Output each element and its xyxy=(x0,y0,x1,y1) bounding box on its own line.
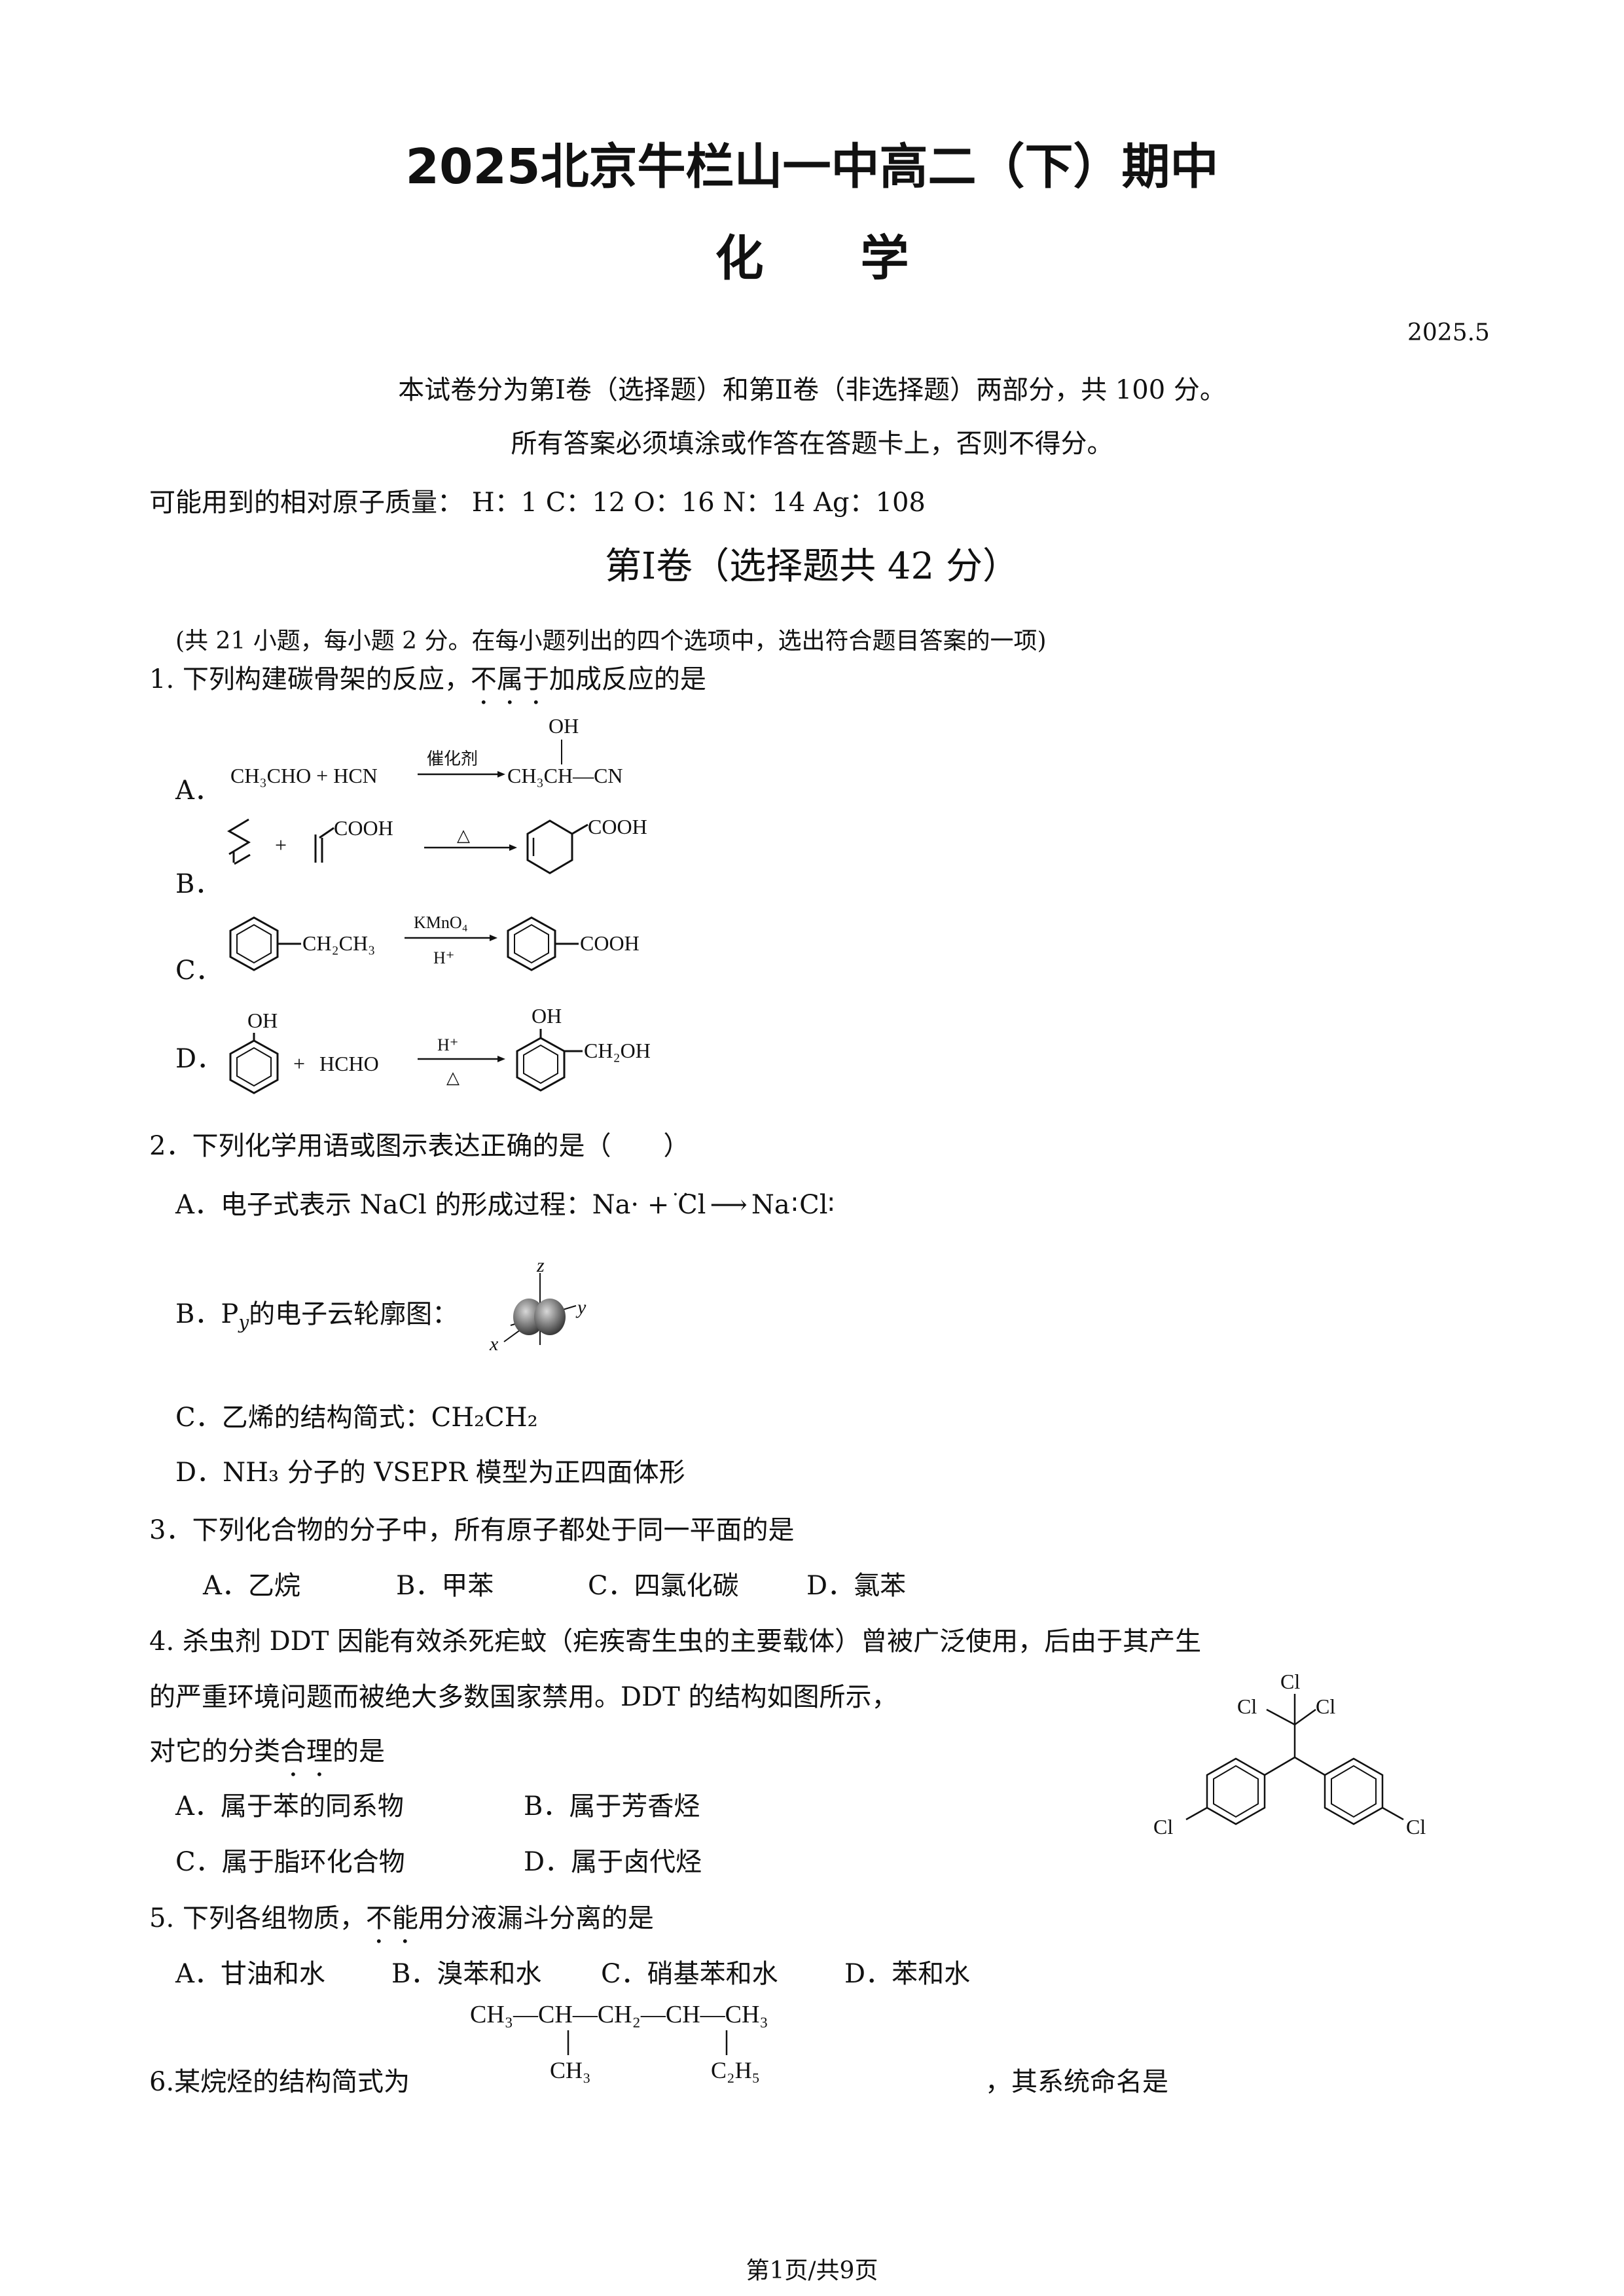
section-title: 第Ⅰ卷（选择题共 42 分） xyxy=(605,545,1019,588)
q1d-oh: OH xyxy=(247,1009,278,1032)
q2-a-formula-na: Na xyxy=(751,1190,790,1220)
q1-label-a: A． xyxy=(175,776,221,806)
q1d-reagent-bottom: △ xyxy=(446,1068,460,1087)
q2-a-formula-cl: Cl·· xyxy=(672,1183,706,1220)
q4-line-1: 4. 杀虫剂 DDT 因能有效杀死疟蚊（疟疾寄生虫的主要载体）曾被广泛使用，后由… xyxy=(149,1626,1202,1657)
q4-line-3: 对它的分类合理的是 xyxy=(149,1730,385,1782)
q1a-reactants: CH₃CHO + HCN xyxy=(230,764,378,787)
orbital-axis-y: y xyxy=(575,1297,586,1318)
q2-b-sub: y xyxy=(238,1312,249,1333)
q2-a-formula-left: Na· + xyxy=(592,1190,678,1220)
q5-stem: 5. 下列各组物质，不能用分液漏斗分离的是 xyxy=(149,1897,654,1949)
q1-label-b: B． xyxy=(175,869,221,899)
q4-line-3-suffix: 的是 xyxy=(333,1736,385,1767)
q4-line-3-emph: 合理 xyxy=(280,1736,333,1767)
orbital-axis-z: z xyxy=(536,1260,545,1276)
q6-chain: CH₃—CH—CH₂—CH—CH₃ xyxy=(470,2001,768,2028)
q6-suffix: ，其系统命名是 xyxy=(985,2067,1168,2097)
q1d-product-oh: OH xyxy=(532,1004,562,1028)
q2-stem: 2．下列化学用语或图示表达正确的是（ ） xyxy=(149,1131,690,1161)
q1-stem-prefix: 1. 下列构建碳骨架的反应， xyxy=(149,664,471,694)
q1d-hcho: HCHO xyxy=(319,1052,379,1075)
q1-reactions-figure: CH₃CHO + HCN 催化剂 OH CH₃CH—CN + COOH △ CO… xyxy=(227,714,651,1094)
intro-line-1: 本试卷分为第Ⅰ卷（选择题）和第Ⅱ卷（非选择题）两部分，共 100 分。 xyxy=(398,375,1226,405)
q4-line-3-prefix: 对它的分类 xyxy=(149,1736,280,1767)
q1c-product: COOH xyxy=(580,931,640,955)
intro-line-2: 所有答案必须填涂或作答在答题卡上，否则不得分。 xyxy=(511,429,1113,459)
q4-option-b: B．属于芳香烃 xyxy=(524,1791,700,1821)
q1d-reagent-top: H⁺ xyxy=(437,1035,459,1054)
q1-label-c: C． xyxy=(175,956,222,986)
q1b-heat: △ xyxy=(457,826,470,845)
q2-b-text: B．P xyxy=(175,1299,239,1329)
q3-option-a: A．乙烷 xyxy=(203,1571,300,1601)
q6-prefix: 6.某烷烃的结构简式为 xyxy=(149,2067,410,2097)
q1b-product-cooh: COOH xyxy=(588,815,647,838)
q1-stem-suffix: 加成反应的是 xyxy=(549,664,706,694)
q1d-plus: + xyxy=(293,1052,305,1075)
q5-stem-suffix: 用分液漏斗分离的是 xyxy=(418,1903,654,1933)
ddt-cl-top: Cl xyxy=(1280,1670,1300,1693)
orbital-axis-x: x xyxy=(489,1333,499,1355)
q1d-product-sub: CH₂OH xyxy=(584,1039,651,1062)
ddt-cl-ring-left: Cl xyxy=(1153,1815,1173,1839)
page-footer: 第1页/共9页 xyxy=(746,2257,878,2284)
q1c-reagent-bottom: H⁺ xyxy=(433,948,455,967)
py-orbital-figure: z y x xyxy=(489,1260,586,1355)
q1-label-d: D． xyxy=(175,1044,223,1074)
q2-option-a: A．电子式表示 NaCl 的形成过程：Na· + Cl··⟶Na∶Cl∶ xyxy=(175,1183,835,1220)
exam-title: 2025北京牛栏山一中高二（下）期中 xyxy=(405,139,1219,195)
q3-option-b: B．甲苯 xyxy=(396,1571,494,1601)
q5-stem-prefix: 5. 下列各组物质， xyxy=(149,1903,366,1933)
q6-branch-2: C₂H₅ xyxy=(711,2057,760,2083)
q1-stem-emph: 不属于 xyxy=(470,664,549,694)
ddt-cl-right: Cl xyxy=(1316,1695,1335,1718)
ddt-structure: Cl Cl Cl Cl Cl xyxy=(1153,1670,1426,1839)
q2-option-b: B．Py的电子云轮廓图： xyxy=(175,1293,458,1333)
q2-option-c: C．乙烯的结构简式：CH₂CH₂ xyxy=(175,1403,538,1433)
q4-option-c: C．属于脂环化合物 xyxy=(175,1847,405,1877)
q3-stem: 3．下列化合物的分子中，所有原子都处于同一平面的是 xyxy=(149,1515,795,1545)
q2-option-d: D．NH₃ 分子的 VSEPR 模型为正四面体形 xyxy=(175,1458,685,1488)
q4-line-2: 的严重环境问题而被绝大多数国家禁用。DDT 的结构如图所示， xyxy=(149,1682,898,1712)
subject-title: 化 学 xyxy=(715,230,909,287)
q1c-reagent-top: KMnO₄ xyxy=(414,913,468,932)
ddt-cl-ring-right: Cl xyxy=(1406,1815,1426,1839)
q1a-oh: OH xyxy=(549,714,579,738)
section-instructions: (共 21 小题，每小题 2 分。在每小题列出的四个选项中，选出符合题目答案的一… xyxy=(175,628,1047,655)
q1c-substituent: CH₂CH₃ xyxy=(302,931,375,955)
q2-a-formula-cl2: Cl xyxy=(799,1190,828,1220)
q3-option-d: D．氯苯 xyxy=(806,1571,907,1601)
q5-stem-emph: 不能 xyxy=(365,1903,418,1933)
q2-a-text: A．电子式表示 NaCl 的形成过程： xyxy=(175,1190,592,1220)
q1b-plus: + xyxy=(275,833,287,857)
q1b-cooh: COOH xyxy=(334,816,393,840)
q5-option-a: A．甘油和水 xyxy=(175,1959,325,1989)
q3-option-c: C．四氯化碳 xyxy=(588,1571,739,1601)
q1a-product: CH₃CH—CN xyxy=(507,764,623,787)
q2-b-text2: 的电子云轮廓图： xyxy=(249,1299,459,1329)
q6-branch-1: CH₃ xyxy=(550,2057,591,2083)
q1-stem: 1. 下列构建碳骨架的反应，不属于加成反应的是 xyxy=(149,658,706,710)
q4-option-a: A．属于苯的同系物 xyxy=(175,1791,404,1821)
q5-option-d: D．苯和水 xyxy=(844,1959,971,1989)
ddt-cl-left: Cl xyxy=(1237,1695,1257,1718)
atomic-masses: 可能用到的相对原子质量： H：1 C：12 O：16 N：14 Ag：108 xyxy=(149,488,926,518)
q5-option-c: C．硝基苯和水 xyxy=(601,1959,778,1989)
exam-date: 2025.5 xyxy=(1407,319,1490,346)
q5-option-b: B．溴苯和水 xyxy=(391,1959,542,1989)
q6-alkane-structure: CH₃—CH—CH₂—CH—CH₃ CH₃ C₂H₅ xyxy=(470,2001,768,2083)
q4-option-d: D．属于卤代烃 xyxy=(524,1847,702,1877)
q1a-catalyst: 催化剂 xyxy=(427,749,478,768)
